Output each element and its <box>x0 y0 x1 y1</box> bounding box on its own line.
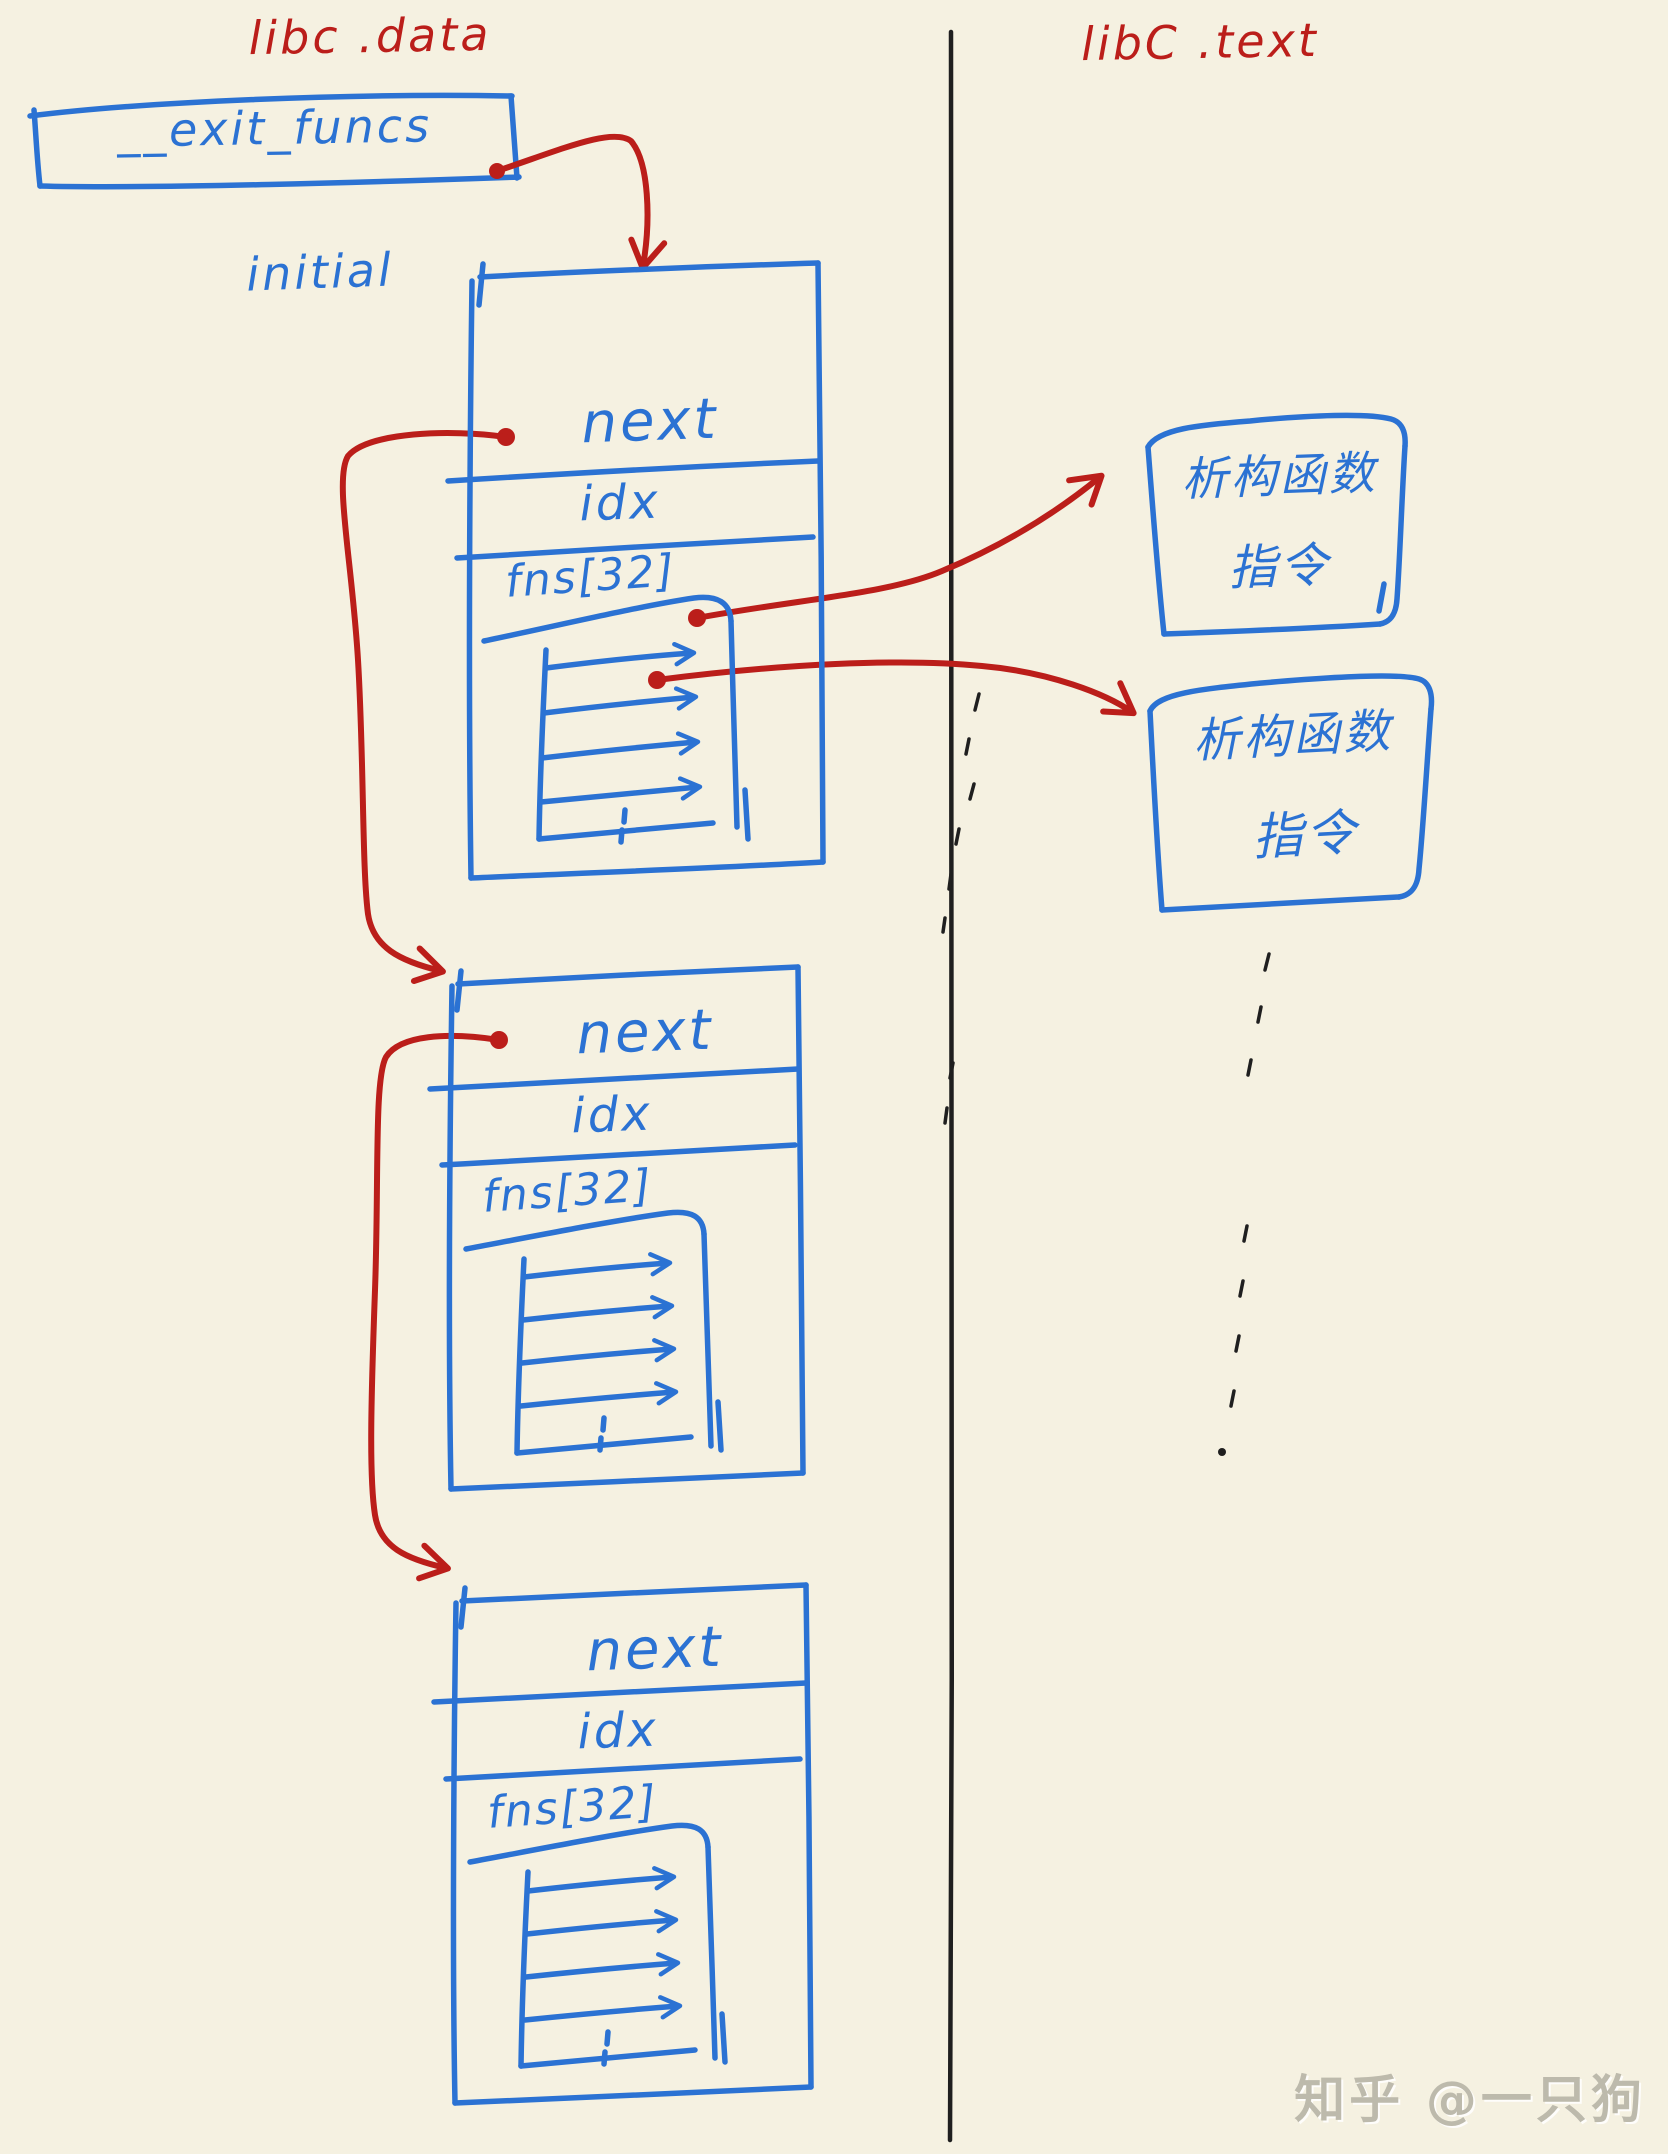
arrow-node1-next-to-node2 <box>339 428 515 985</box>
section-title-libc-data: libc .data <box>248 6 492 66</box>
node1-next-label: next <box>580 386 720 457</box>
callout1-line1: 析构函数 <box>1180 445 1379 507</box>
initial-label: initial <box>245 242 395 302</box>
zhihu-watermark: 知乎 @一只狗 <box>1294 2071 1646 2130</box>
struct-node-3-box <box>431 1582 814 2106</box>
arrow-fns-entry2-to-callout2 <box>648 659 1137 717</box>
node3-idx-label: idx <box>576 1701 660 1761</box>
exit-funcs-label: __exit_funcs <box>116 98 433 158</box>
arrow-node2-next-to-node3 <box>368 1031 508 1582</box>
node1-idx-label: idx <box>578 473 662 533</box>
arrow-exitfuncs-to-node1 <box>489 133 668 271</box>
node2-idx-label: idx <box>570 1085 654 1145</box>
struct-node-1-box <box>445 260 826 881</box>
continuation-dashes-left <box>941 692 981 1125</box>
struct-node-2-box <box>427 964 806 1492</box>
callout-box-1 <box>1145 412 1408 637</box>
exit-funcs-box <box>27 92 522 190</box>
node3-next-label: next <box>585 1614 725 1685</box>
continuation-dashes-right <box>1218 952 1271 1456</box>
callout1-line2: 指令 <box>1227 537 1332 597</box>
section-divider-line <box>947 29 955 2143</box>
section-title-libc-text: libC .text <box>1080 12 1320 72</box>
callout-box-2 <box>1147 673 1435 913</box>
arrow-fns-entry1-to-callout1 <box>688 472 1105 627</box>
node2-next-label: next <box>575 997 715 1068</box>
